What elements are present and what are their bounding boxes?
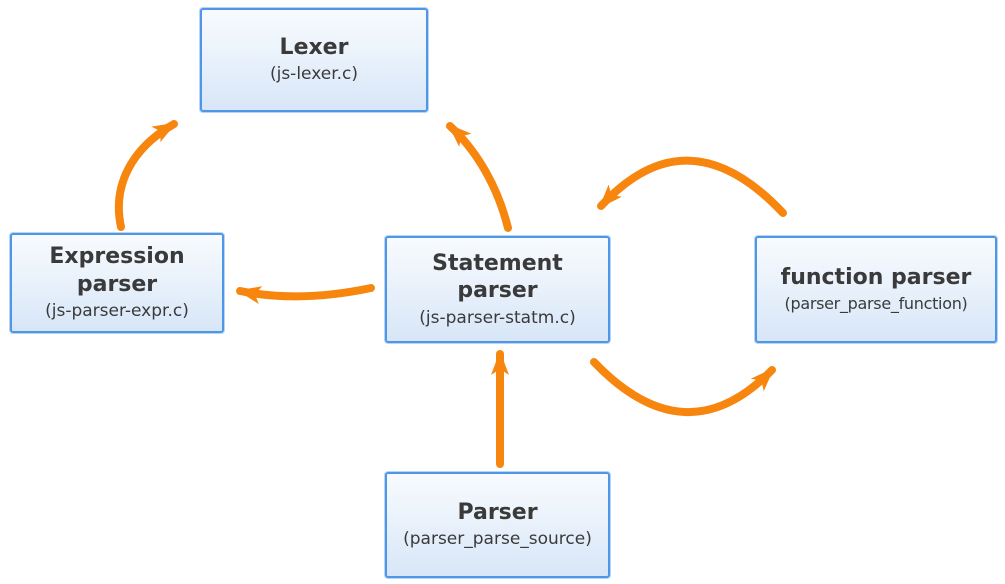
node-function-parser-subtitle: (parser_parse_function) bbox=[784, 294, 968, 314]
node-expression-parser: Expression parser (js-parser-expr.c) bbox=[10, 233, 224, 333]
arrow-statement-parser-to-function-parser bbox=[590, 358, 776, 416]
node-statement-parser-subtitle: (js-parser-statm.c) bbox=[419, 307, 576, 328]
node-lexer-subtitle: (js-lexer.c) bbox=[269, 64, 359, 85]
node-parser-title: Parser bbox=[457, 499, 538, 525]
node-expression-parser-title: Expression parser bbox=[49, 244, 185, 297]
arrow-expression-parser-to-lexer bbox=[114, 120, 178, 231]
node-parser: Parser (parser_parse_source) bbox=[385, 472, 610, 578]
node-function-parser: function parser (parser_parse_function) bbox=[755, 236, 997, 343]
arrow-function-parser-to-statement-parser bbox=[597, 156, 787, 217]
node-statement-parser-title: Statement parser bbox=[432, 250, 563, 304]
arrow-statement-parser-to-expression-parser bbox=[236, 284, 375, 304]
arrow-statement-parser-to-lexer bbox=[446, 122, 512, 232]
node-parser-subtitle: (parser_parse_source) bbox=[403, 529, 592, 550]
node-function-parser-title: function parser bbox=[780, 264, 972, 290]
node-expression-parser-subtitle: (js-parser-expr.c) bbox=[45, 301, 189, 322]
node-statement-parser: Statement parser (js-parser-statm.c) bbox=[385, 236, 610, 343]
node-lexer: Lexer (js-lexer.c) bbox=[200, 8, 428, 112]
node-lexer-title: Lexer bbox=[279, 34, 349, 60]
